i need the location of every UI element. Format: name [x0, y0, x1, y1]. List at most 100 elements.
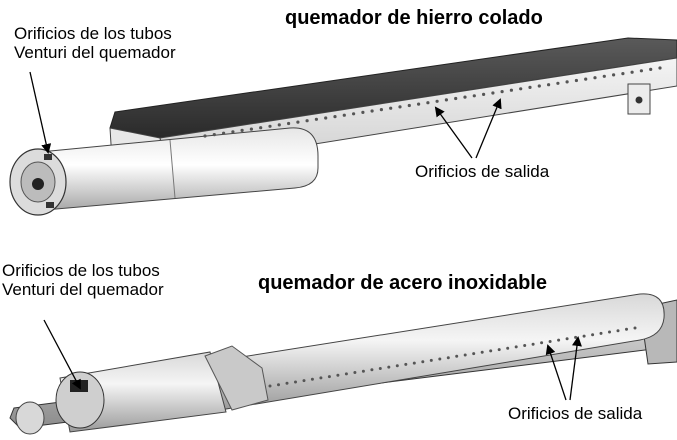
- burner-port: [417, 102, 421, 106]
- burner-port: [608, 330, 611, 334]
- stainless-burner-tube: [209, 293, 665, 411]
- burner-port: [429, 358, 433, 362]
- burner-port: [557, 338, 561, 342]
- burner-port: [446, 356, 450, 360]
- burner-port: [435, 99, 439, 103]
- bottom-ports-leader-left: [545, 344, 567, 401]
- burner-port: [296, 120, 300, 124]
- burner-port: [630, 70, 634, 74]
- burner-port: [361, 369, 365, 373]
- top-venturi-label: Orificios de los tubos Venturi del quema…: [14, 24, 176, 62]
- burner-port: [506, 346, 510, 350]
- burner-port: [387, 365, 391, 369]
- burner-port: [602, 74, 606, 78]
- burner-port: [556, 81, 560, 85]
- burner-port: [333, 115, 337, 119]
- burner-port: [584, 77, 588, 81]
- bottom-venturi-leader: [43, 319, 81, 390]
- cast-iron-burner-title: quemador de hierro colado: [285, 7, 543, 29]
- burner-port: [472, 352, 476, 356]
- burner-port: [547, 83, 551, 87]
- bottom-ports-label: Orificios de salida: [508, 404, 643, 423]
- burner-port: [565, 337, 569, 341]
- burner-port: [599, 331, 603, 335]
- burner-port: [310, 377, 314, 381]
- top-venturi-leader: [29, 71, 52, 154]
- burner-port: [212, 133, 216, 137]
- burner-port: [463, 353, 467, 357]
- burner-port: [514, 345, 518, 349]
- cast-iron-venturi-tube: [39, 127, 319, 211]
- burner-port: [537, 84, 541, 88]
- burner-port: [625, 327, 628, 331]
- bottom-venturi-label-line2: Venturi del quemador: [2, 280, 164, 299]
- burner-port: [616, 329, 620, 333]
- bottom-ports-leader-right: [569, 336, 582, 401]
- burner-port: [497, 348, 501, 352]
- burner-port: [344, 372, 348, 376]
- burner-port: [426, 101, 430, 105]
- burner-port: [370, 109, 374, 113]
- burner-port: [324, 116, 328, 120]
- burner-port: [480, 350, 484, 354]
- burner-port: [342, 113, 346, 117]
- burner-port: [523, 344, 527, 347]
- burner-port: [528, 85, 532, 89]
- burner-port: [268, 124, 272, 128]
- top-ports-leader-right: [475, 98, 502, 159]
- stainless-burner-title: quemador de acero inoxidable: [258, 272, 547, 294]
- burner-port: [305, 119, 309, 123]
- burner-port: [540, 341, 544, 345]
- burner-port: [287, 121, 291, 126]
- burner-port: [203, 134, 207, 138]
- burner-port: [621, 72, 625, 76]
- cast-iron-port-row: [203, 66, 662, 138]
- burner-port: [463, 95, 467, 99]
- burner-port: [268, 384, 272, 388]
- burner-port: [548, 340, 552, 343]
- burner-port: [240, 128, 244, 132]
- burner-port: [352, 112, 356, 116]
- burner-port: [591, 333, 595, 337]
- burner-port: [277, 383, 280, 387]
- burner-port: [294, 380, 297, 384]
- burner-port: [231, 130, 235, 134]
- burner-port: [285, 381, 289, 385]
- burner-port: [277, 123, 281, 127]
- burner-port: [593, 76, 597, 80]
- stainless-venturi-inlet: [55, 371, 105, 429]
- burner-port: [639, 69, 644, 73]
- burner-port: [582, 334, 586, 338]
- burner-port: [455, 354, 459, 358]
- top-ports-leader-left: [434, 106, 473, 159]
- burner-port: [421, 360, 425, 364]
- top-venturi-label-line1: Orificios de los tubos: [14, 24, 172, 43]
- bottom-venturi-label-line1: Orificios de los tubos: [2, 261, 160, 280]
- burner-port: [482, 92, 486, 96]
- burner-port: [574, 78, 579, 83]
- cast-iron-burner: [9, 37, 677, 216]
- burner-port: [370, 368, 374, 372]
- burner-port: [336, 373, 340, 377]
- burner-port: [389, 106, 393, 110]
- burner-port: [395, 364, 399, 368]
- burner-port: [649, 67, 653, 71]
- burner-port: [353, 371, 357, 374]
- burner-port: [319, 376, 323, 380]
- stainless-burner: [9, 293, 677, 435]
- top-venturi-label-line2: Venturi del quemador: [14, 43, 176, 62]
- burner-port: [658, 66, 662, 70]
- burner-port: [314, 117, 318, 121]
- burner-port: [404, 362, 408, 366]
- burner-port: [444, 98, 448, 102]
- burner-port: [531, 342, 535, 346]
- burner-port: [472, 94, 476, 98]
- burner-port: [249, 127, 253, 131]
- burner-port: [379, 108, 383, 112]
- burner-port: [491, 91, 495, 95]
- burner-port: [407, 103, 411, 108]
- burner-port: [509, 88, 513, 92]
- burner-port: [574, 335, 578, 339]
- burner-port: [412, 361, 416, 365]
